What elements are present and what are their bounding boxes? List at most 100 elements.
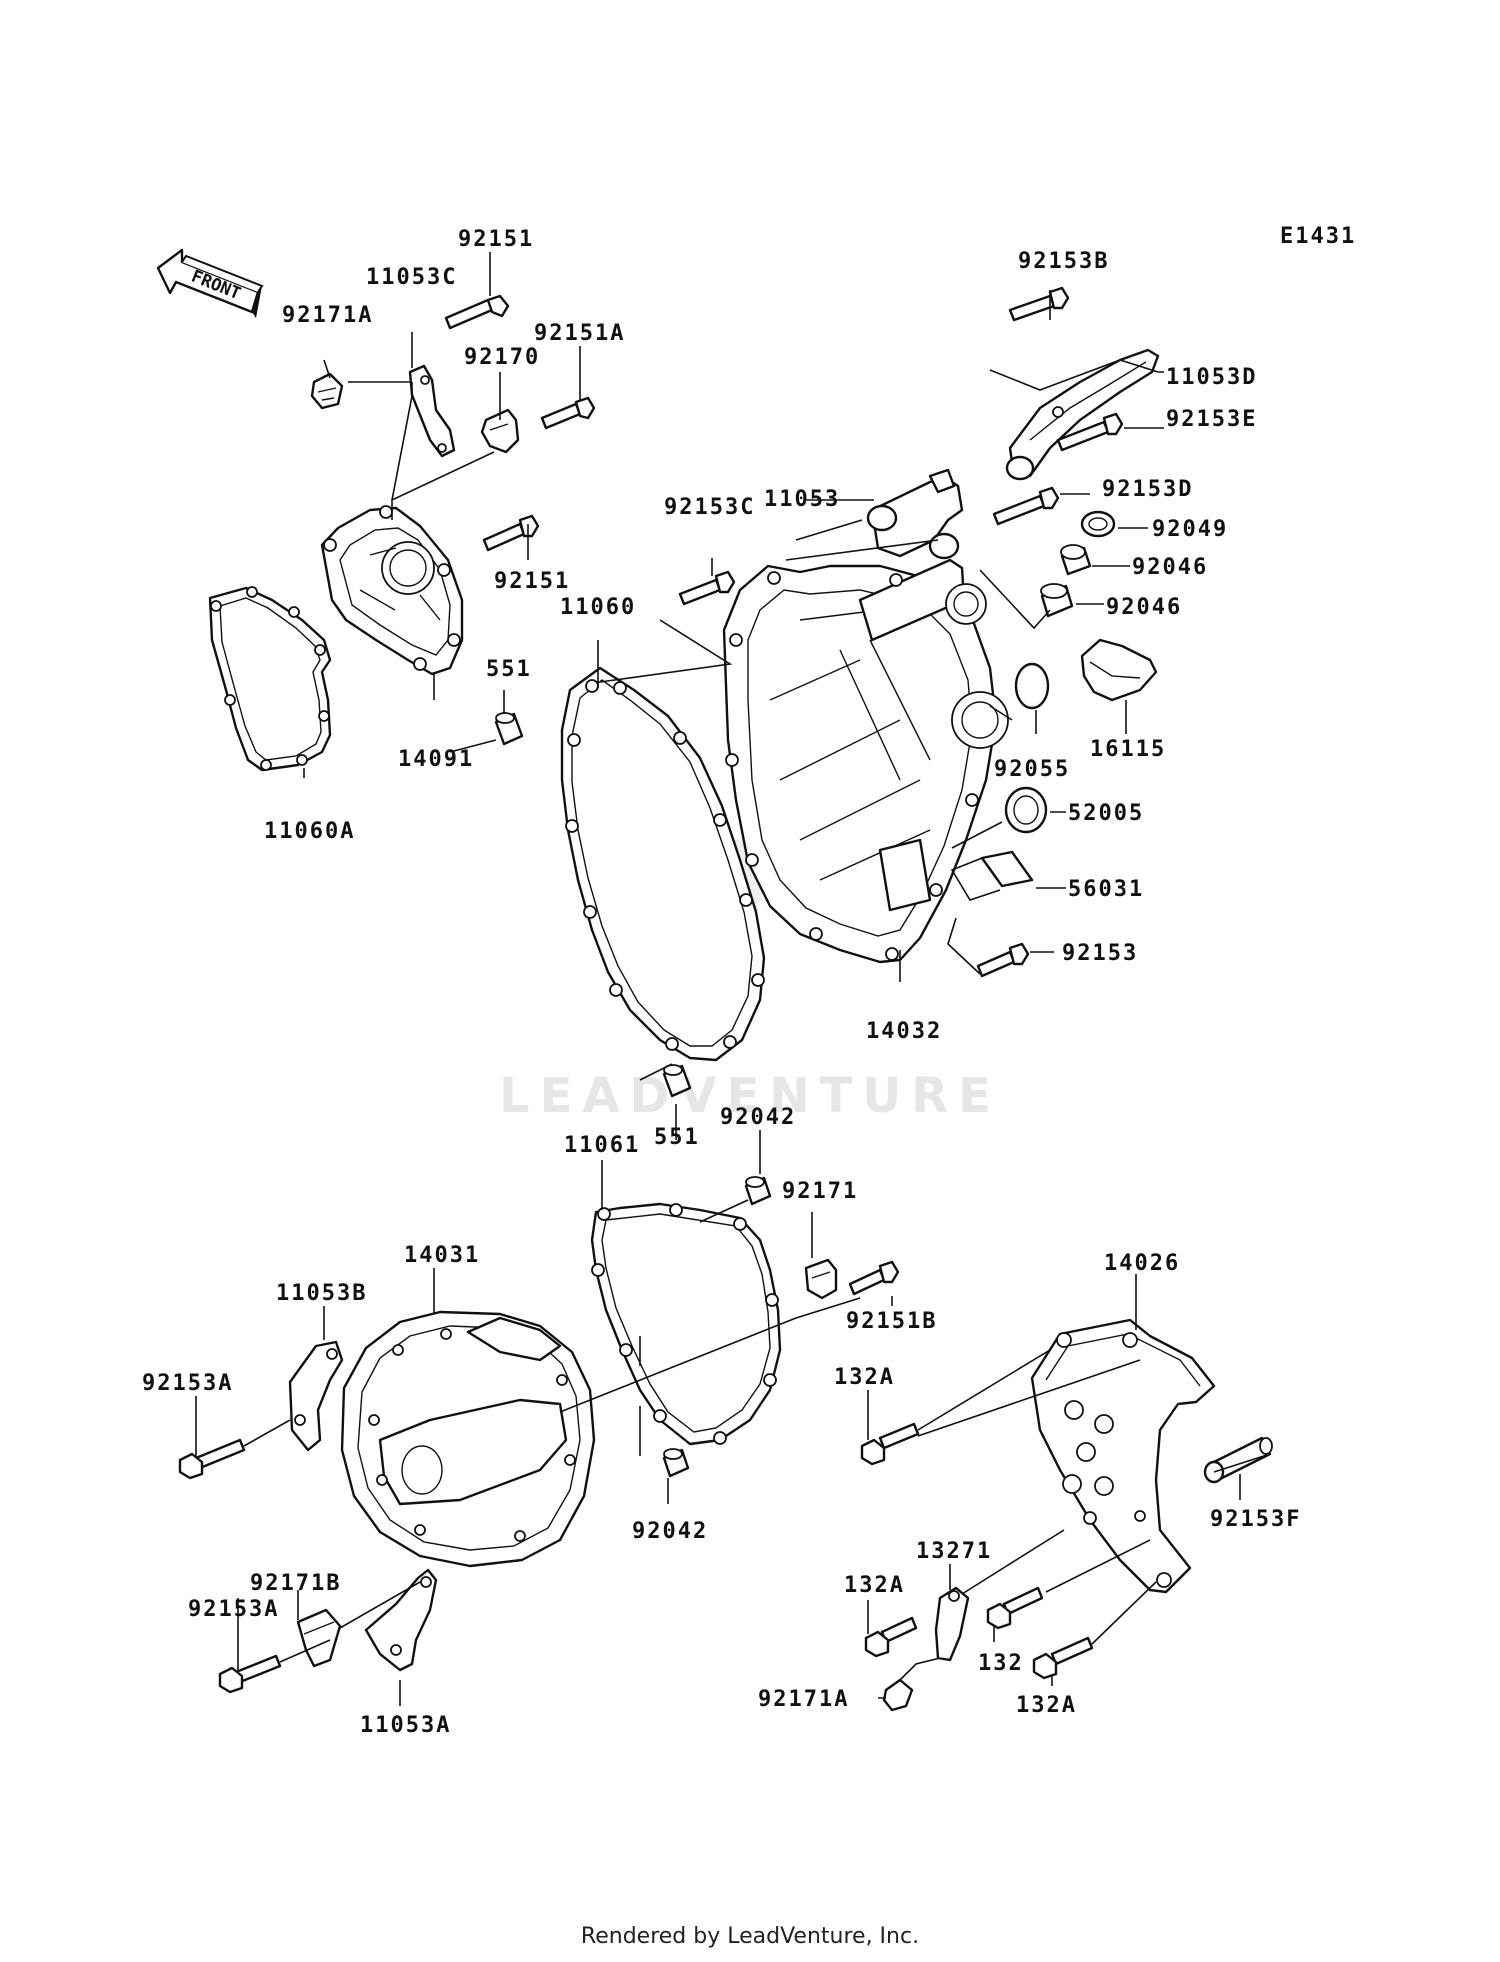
label-92153F[interactable]: 92153F <box>1210 1507 1301 1532</box>
bearing-92046-a <box>1060 544 1092 576</box>
label-11060A[interactable]: 11060A <box>264 819 355 844</box>
bracket-11053 <box>866 468 964 560</box>
label-92171A-bottom[interactable]: 92171A <box>758 1687 849 1712</box>
label-92153A-top[interactable]: 92153A <box>142 1371 233 1396</box>
label-92042-bottom[interactable]: 92042 <box>632 1519 708 1544</box>
bolt-92153A-top <box>178 1438 246 1480</box>
cover-14031-bolt-holes <box>368 1328 576 1542</box>
label-92153[interactable]: 92153 <box>1062 941 1138 966</box>
label-52005[interactable]: 52005 <box>1068 801 1144 826</box>
part-labels: 92151 11053C 92171A 92151A 92170 92151 1… <box>142 227 1301 1738</box>
label-92046-a[interactable]: 92046 <box>1132 555 1208 580</box>
bracket-11053A <box>364 1568 438 1672</box>
plate-56031 <box>980 850 1034 888</box>
label-11053B[interactable]: 11053B <box>276 1281 367 1306</box>
label-14026[interactable]: 14026 <box>1104 1251 1180 1276</box>
label-14031[interactable]: 14031 <box>404 1243 480 1268</box>
generator-cover-14031 <box>340 1310 596 1568</box>
bracket-11053B <box>288 1340 344 1452</box>
bearing-92046-b <box>1040 583 1074 618</box>
label-11061[interactable]: 11061 <box>564 1133 640 1158</box>
label-92151-mid[interactable]: 92151 <box>494 569 570 594</box>
spacer-92153F <box>1203 1436 1273 1484</box>
label-11053D[interactable]: 11053D <box>1166 365 1257 390</box>
bolt-132A-top <box>860 1422 920 1466</box>
bolt-92151A <box>540 396 596 430</box>
clutch-cover-14032 <box>722 558 1009 964</box>
label-551-bottom[interactable]: 551 <box>654 1125 700 1150</box>
bracket-11053D <box>1005 348 1160 481</box>
bolt-132A-bottom <box>1032 1636 1094 1680</box>
cover-14091 <box>320 505 464 676</box>
label-14091[interactable]: 14091 <box>398 747 474 772</box>
label-92153B[interactable]: 92153B <box>1018 249 1109 274</box>
clip-92171A-top <box>310 372 344 410</box>
label-551-top[interactable]: 551 <box>486 657 532 682</box>
cap-16115 <box>1080 638 1158 702</box>
label-92151-top[interactable]: 92151 <box>458 227 534 252</box>
bolt-92153E <box>1056 412 1124 452</box>
label-92171B[interactable]: 92171B <box>250 1571 341 1596</box>
label-92171[interactable]: 92171 <box>782 1179 858 1204</box>
clamp-92170 <box>480 408 520 454</box>
seal-52005 <box>1004 786 1048 834</box>
bolt-92151-mid <box>482 514 540 552</box>
cover-14032-bolt-holes <box>725 571 979 961</box>
label-92153A-bottom[interactable]: 92153A <box>188 1597 279 1622</box>
gasket-11060A <box>208 586 332 772</box>
label-92153E[interactable]: 92153E <box>1166 407 1257 432</box>
bolt-92153 <box>976 942 1030 978</box>
diagram-code: E1431 <box>1280 224 1356 249</box>
label-11053C[interactable]: 11053C <box>366 265 457 290</box>
seal-92049 <box>1080 510 1116 538</box>
dowel-92042-bottom <box>662 1448 690 1478</box>
label-92151B[interactable]: 92151B <box>846 1309 937 1334</box>
gasket-11060-bolt-holes <box>565 679 765 1051</box>
label-16115[interactable]: 16115 <box>1090 737 1166 762</box>
footer-credit: Rendered by LeadVenture, Inc. <box>580 1924 920 1949</box>
watermark-text: LEADVENTURE <box>499 1068 1001 1124</box>
label-92171A-top[interactable]: 92171A <box>282 303 373 328</box>
label-11053A[interactable]: 11053A <box>360 1713 451 1738</box>
bolt-92153C <box>678 570 736 606</box>
front-arrow-icon: FRONT <box>156 248 264 318</box>
clamp-92171 <box>804 1258 838 1300</box>
gasket-11061-bolt-holes <box>591 1203 779 1445</box>
o-ring-92055 <box>1014 662 1050 710</box>
bolt-92153B <box>1008 286 1070 322</box>
clip-92171A-bottom <box>882 1678 914 1712</box>
label-92055[interactable]: 92055 <box>994 757 1070 782</box>
label-132A-mid[interactable]: 132A <box>844 1573 905 1598</box>
leader-lines <box>195 252 1271 1706</box>
bolt-92151-top <box>444 294 510 330</box>
dowel-92042-top <box>744 1176 772 1206</box>
label-132[interactable]: 132 <box>978 1651 1024 1676</box>
label-92153D[interactable]: 92153D <box>1102 477 1193 502</box>
clip-92171B <box>296 1608 342 1668</box>
gasket-11061 <box>590 1202 782 1446</box>
label-14032[interactable]: 14032 <box>866 1019 942 1044</box>
bolt-132 <box>986 1586 1044 1630</box>
guard-14026-holes <box>1056 1332 1172 1588</box>
gasket-11060 <box>560 666 766 1062</box>
label-11053[interactable]: 11053 <box>764 487 840 512</box>
label-92151A[interactable]: 92151A <box>534 321 625 346</box>
label-92170[interactable]: 92170 <box>464 345 540 370</box>
bolt-92153A-bottom <box>218 1654 282 1694</box>
guard-14026 <box>1030 1318 1216 1594</box>
bracket-11053C <box>408 364 456 458</box>
label-92042-top[interactable]: 92042 <box>720 1105 796 1130</box>
label-13271[interactable]: 13271 <box>916 1539 992 1564</box>
label-132A-top[interactable]: 132A <box>834 1365 895 1390</box>
label-92046-b[interactable]: 92046 <box>1106 595 1182 620</box>
bolt-92151B <box>848 1260 900 1296</box>
dowel-551-bottom <box>662 1064 692 1098</box>
label-56031[interactable]: 56031 <box>1068 877 1144 902</box>
label-132A-bottom[interactable]: 132A <box>1016 1693 1077 1718</box>
label-92153C[interactable]: 92153C <box>664 495 755 520</box>
label-92049[interactable]: 92049 <box>1152 517 1228 542</box>
label-11060[interactable]: 11060 <box>560 595 636 620</box>
bracket-13271 <box>934 1586 970 1662</box>
